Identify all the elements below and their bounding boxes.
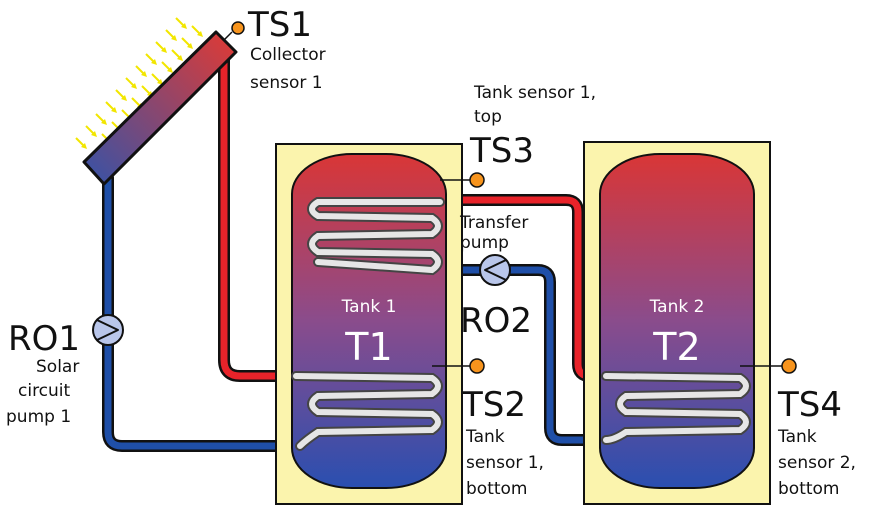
ts3-sensor-icon xyxy=(469,172,485,188)
ts2-desc-line-3: bottom xyxy=(466,479,527,499)
ts2-desc-line-2: sensor 1, xyxy=(466,453,544,473)
tank-2-coil xyxy=(601,371,751,445)
ro1-desc-line-2: circuit xyxy=(18,381,71,401)
solar-collector xyxy=(82,30,238,186)
ts1-label: TS1 xyxy=(247,5,312,45)
ts4-label: TS4 xyxy=(777,385,842,425)
ts1-sensor-icon xyxy=(231,21,245,35)
sensor-markers xyxy=(223,21,797,374)
ro2-desc-line-2: pump xyxy=(460,233,509,253)
tank-2-code: T2 xyxy=(652,325,700,369)
pipes xyxy=(102,46,616,452)
ts4-desc-line-2: sensor 2, xyxy=(778,453,856,473)
ro1-label: RO1 xyxy=(8,319,80,359)
ro2-desc-line-1: Transfer xyxy=(459,213,528,233)
tank-1: Tank 1 T1 xyxy=(275,143,463,505)
ts2-sensor-icon xyxy=(469,358,485,374)
ts3-desc-line-1: Tank sensor 1, xyxy=(473,83,596,103)
ts2-label: TS2 xyxy=(461,385,526,425)
ro1-pump-icon xyxy=(92,314,124,346)
ts4-sensor-icon xyxy=(781,358,797,374)
ts1-desc-line-2: sensor 1 xyxy=(250,73,323,93)
tank-1-upper-coil xyxy=(307,197,445,276)
tank-1-code: T1 xyxy=(344,325,392,369)
ts3-label: TS3 xyxy=(469,131,534,171)
ro2-label: RO2 xyxy=(460,301,532,341)
tank-1-name: Tank 1 xyxy=(341,297,397,317)
ts4-desc-line-3: bottom xyxy=(778,479,839,499)
ts3-desc-line-2: top xyxy=(474,107,502,127)
tank-2-name: Tank 2 xyxy=(649,297,705,317)
ro1-desc-line-3: pump 1 xyxy=(6,407,71,427)
ts2-desc-line-1: Tank xyxy=(465,427,505,447)
ro2-pump-icon xyxy=(479,254,511,286)
tank-1-lower-coil xyxy=(291,371,443,451)
tank-2: Tank 2 T2 xyxy=(583,141,771,505)
ts1-desc-line-1: Collector xyxy=(250,45,326,65)
ro1-desc-line-1: Solar xyxy=(36,357,79,377)
ts4-desc-line-1: Tank xyxy=(777,427,817,447)
